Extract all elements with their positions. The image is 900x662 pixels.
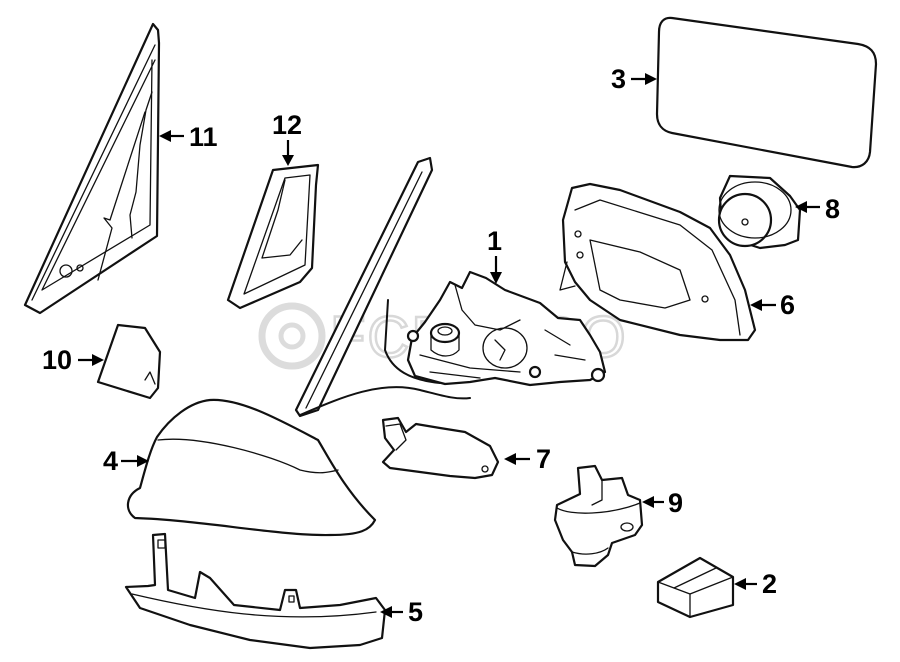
part-3-mirror-glass[interactable]: [655, 16, 878, 169]
callout-4[interactable]: 4: [103, 446, 149, 476]
callout-9[interactable]: 9: [642, 488, 683, 518]
part-2-module-box[interactable]: [656, 556, 735, 619]
part-10-small-cover[interactable]: [96, 323, 162, 400]
callout-6[interactable]: 6: [750, 290, 795, 320]
part-9-switch[interactable]: [553, 464, 644, 568]
callout-11[interactable]: 11: [159, 122, 218, 152]
part-11-triangle-trim[interactable]: [23, 22, 161, 315]
callout-8[interactable]: 8: [795, 194, 840, 224]
part-5-lower-housing-trim[interactable]: [124, 532, 387, 650]
callout-label: 8: [825, 194, 840, 224]
callout-label: 12: [272, 110, 302, 140]
callout-5[interactable]: 5: [380, 597, 423, 627]
part-12-inner-triangle[interactable]: [226, 163, 320, 310]
callout-label: 10: [42, 345, 72, 375]
part-7-bracket[interactable]: [381, 416, 500, 480]
callout-label: 5: [408, 597, 423, 627]
callout-7[interactable]: 7: [504, 444, 551, 474]
callout-label: 11: [189, 122, 218, 152]
part-8-adjustment-motor[interactable]: [717, 174, 802, 250]
callout-10[interactable]: 10: [42, 345, 104, 375]
callout-label: 7: [536, 444, 551, 474]
callout-12[interactable]: 12: [272, 110, 302, 166]
callout-label: 2: [762, 569, 777, 599]
callout-1[interactable]: 1: [487, 226, 502, 284]
part-6-housing-frame[interactable]: [559, 182, 757, 342]
part-1-base-assembly[interactable]: [406, 270, 607, 387]
callout-3[interactable]: 3: [611, 64, 657, 94]
part-4-cover-cap[interactable]: [126, 398, 377, 537]
callout-label: 1: [487, 226, 502, 256]
callout-label: 6: [780, 290, 795, 320]
callout-label: 3: [611, 64, 626, 94]
callout-label: 9: [668, 488, 683, 518]
callout-label: 4: [103, 446, 118, 476]
callout-2[interactable]: 2: [734, 569, 777, 599]
mirror-sail-panel: [294, 156, 471, 418]
